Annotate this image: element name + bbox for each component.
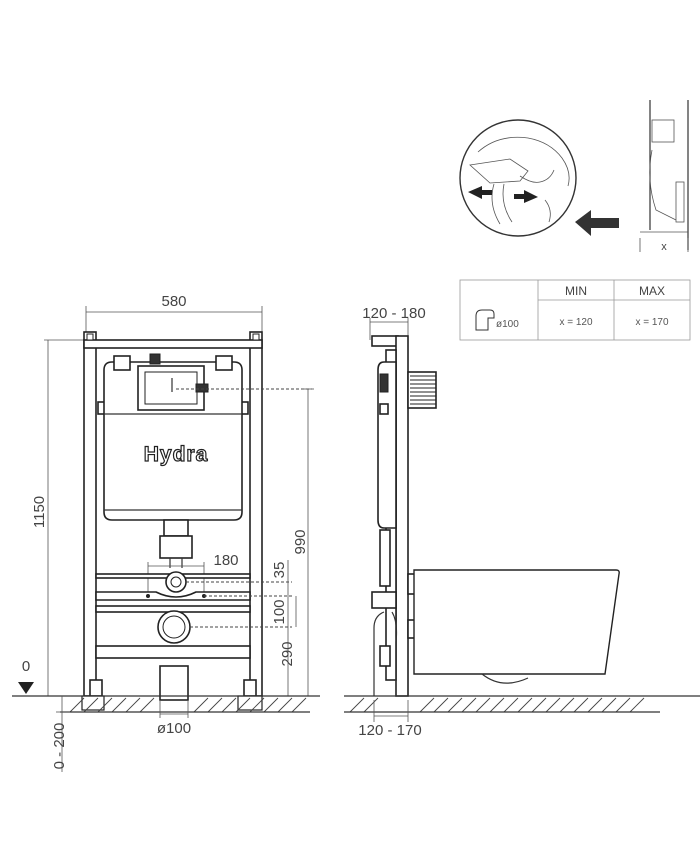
bottom-depth-dimension: 120 - 170: [358, 722, 421, 739]
pipe-outlet-icon: [475, 309, 495, 331]
table-value-max: x = 170: [635, 317, 669, 328]
bolt-spacing-dimension: 180: [213, 552, 238, 569]
detail-x-label: x: [661, 241, 667, 253]
table-row-label: ø100: [496, 319, 519, 330]
pipe-diameter-label: ø100: [157, 720, 191, 737]
outlet-height-dimension: 990: [292, 529, 309, 554]
adjust-range-dimension: 0 - 200: [51, 723, 68, 770]
installation-detail: x: [459, 100, 689, 253]
front-view: 580 1150 Hydra: [12, 293, 320, 772]
brand-logo: Hydra: [144, 443, 209, 466]
width-dimension: 580: [161, 293, 186, 310]
dim-100: 100: [271, 599, 288, 624]
table-header-min: MIN: [565, 284, 587, 298]
table-value-min: x = 120: [559, 317, 593, 328]
table-header-max: MAX: [639, 284, 665, 298]
dim-35: 35: [271, 562, 288, 579]
side-view: 120 - 180: [344, 305, 700, 739]
dim-290: 290: [279, 641, 296, 666]
height-dimension: 1150: [31, 496, 48, 528]
floor-level-label: 0: [22, 658, 30, 675]
floor-level-icon: [18, 682, 34, 694]
dimension-table: MIN MAX ø100 x = 120 x = 170: [459, 279, 691, 341]
top-depth-dimension: 120 - 180: [362, 305, 425, 322]
